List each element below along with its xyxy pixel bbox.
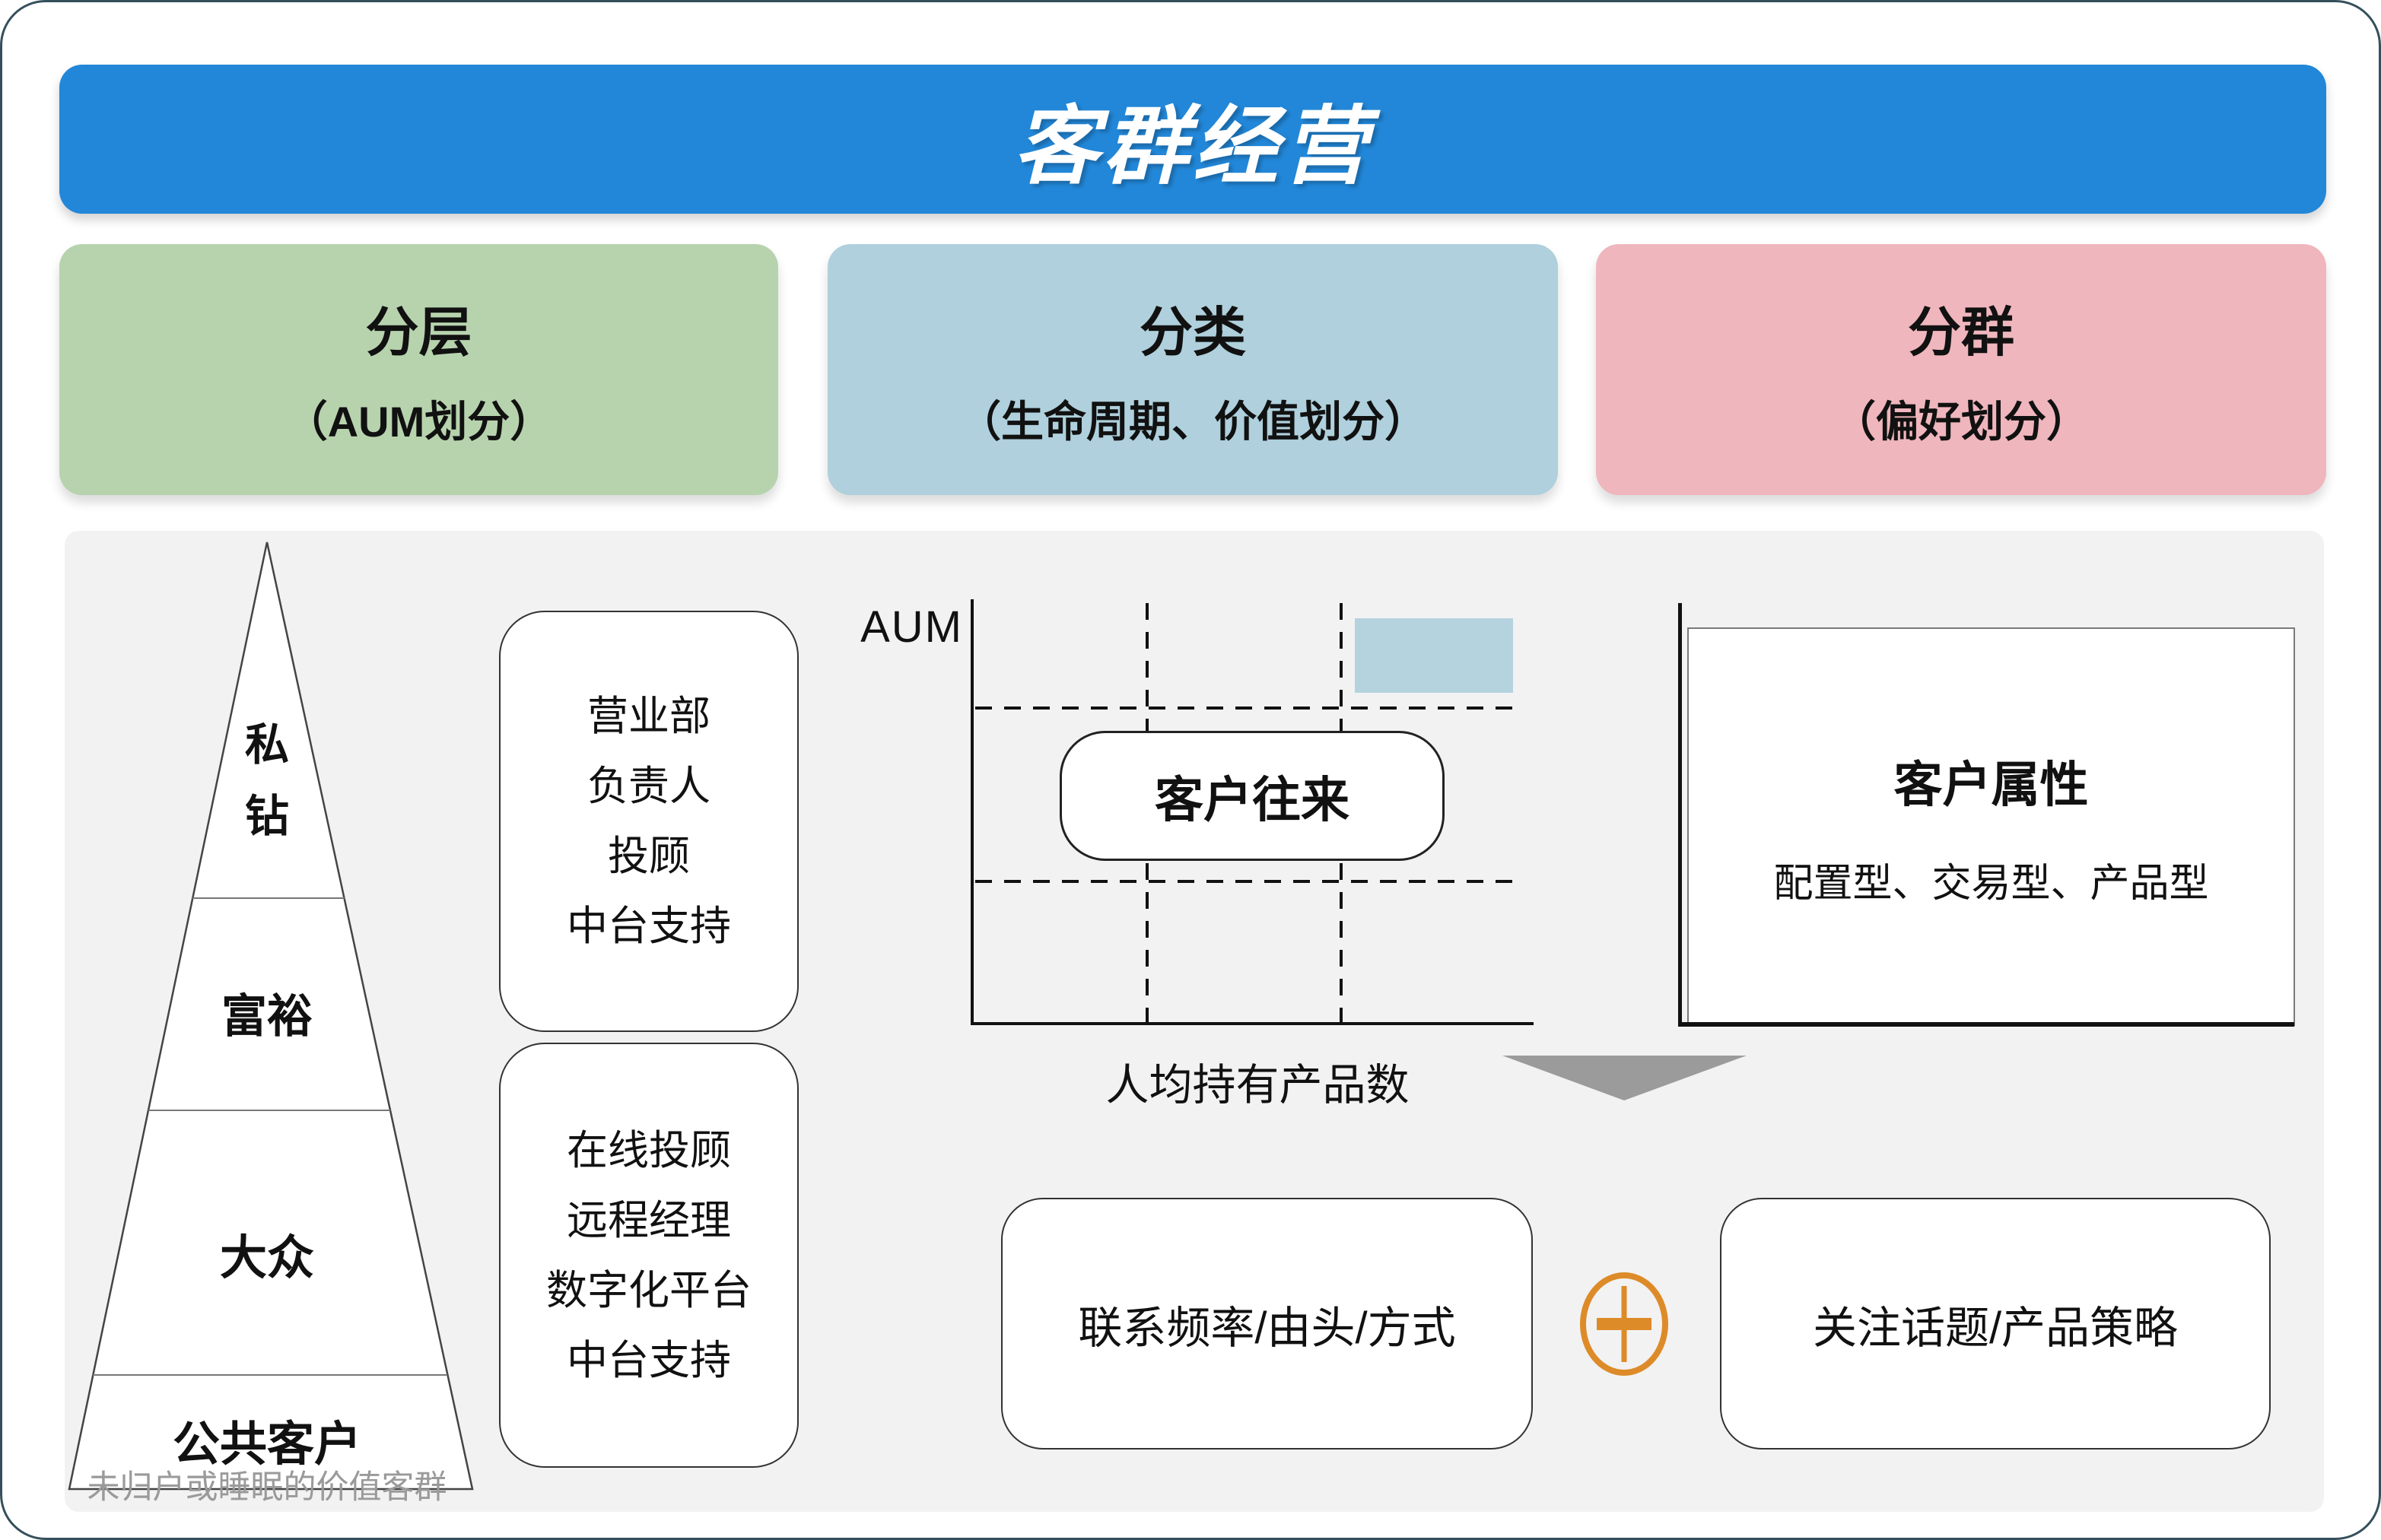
chart-highlight-cell (1355, 618, 1513, 693)
category-card-classification: 分类 （生命周期、价值划分） (828, 244, 1558, 495)
plus-circle-outline (1580, 1272, 1668, 1376)
grid-horizontal-dashed-2 (975, 880, 1524, 883)
service-line: 投顾 (608, 834, 690, 879)
category-subtitle: （偏好划分） (1833, 398, 2089, 446)
attribute-title: 客户属性 (1893, 757, 2089, 812)
x-axis-label: 人均持有产品数 (1105, 1061, 1410, 1110)
pyramid-tier-affluent: 富裕 (221, 991, 313, 1042)
x-axis-line (971, 1022, 1534, 1025)
y-axis-line (971, 599, 974, 1025)
category-subtitle: （生命周期、价值划分） (958, 398, 1427, 446)
customer-relation-box: 客户往来 (1060, 731, 1445, 861)
service-line: 远程经理 (567, 1197, 731, 1243)
customer-relation-label: 客户往来 (1155, 772, 1349, 827)
service-line: 在线投顾 (567, 1127, 731, 1173)
pyramid-tier-public: 公共客户 (172, 1418, 361, 1471)
tier-label-line: 私 (244, 720, 289, 770)
customer-attribute-box: 客户属性 配置型、交易型、产品型 (1687, 627, 2295, 1026)
pyramid-outline (68, 541, 474, 1491)
service-box-branch: 营业部 负责人 投顾 中台支持 (499, 611, 799, 1032)
category-title: 分类 (1140, 303, 1246, 362)
header-banner: 客群经营 (59, 65, 2326, 214)
service-line: 中台支持 (567, 903, 731, 949)
service-line: 营业部 (587, 694, 710, 739)
pyramid-footnote: 未归户或睡眠的价值客群 (87, 1469, 447, 1506)
topic-strategy-box: 关注话题/产品策略 (1720, 1198, 2271, 1450)
category-title: 分群 (1908, 303, 2014, 362)
attribute-left-axis-line (1678, 603, 1682, 1026)
service-line: 中台支持 (567, 1337, 731, 1383)
service-line: 负责人 (587, 764, 710, 809)
down-arrow-shape (1502, 1056, 1747, 1100)
page-title: 客群经营 (1013, 99, 1372, 194)
service-box-online: 在线投顾 远程经理 数字化平台 中台支持 (499, 1043, 799, 1468)
customer-pyramid-shape (68, 541, 474, 1491)
category-card-grouping: 分群 （偏好划分） (1596, 244, 2326, 495)
plus-circle-icon (1580, 1272, 1668, 1376)
attribute-bottom-axis-line (1678, 1022, 2294, 1027)
contact-strategy-label: 联系频率/由头/方式 (1078, 1303, 1456, 1353)
category-subtitle: （AUM划分） (285, 398, 553, 446)
grid-horizontal-dashed-1 (975, 706, 1524, 710)
pyramid-tier-private-diamond: 私 钻 (153, 710, 381, 853)
service-line: 数字化平台 (546, 1267, 752, 1313)
down-arrow-icon (1502, 1056, 1747, 1100)
tier-label-line: 钻 (244, 792, 289, 841)
category-card-layering: 分层 （AUM划分） (59, 244, 778, 495)
pyramid-tier-mass: 大众 (219, 1232, 314, 1284)
contact-strategy-box: 联系频率/由头/方式 (1001, 1198, 1533, 1450)
category-title: 分层 (365, 303, 472, 362)
attribute-subtitle: 配置型、交易型、产品型 (1773, 861, 2209, 906)
y-axis-label: AUM (860, 602, 963, 652)
topic-strategy-label: 关注话题/产品策略 (1812, 1303, 2179, 1353)
